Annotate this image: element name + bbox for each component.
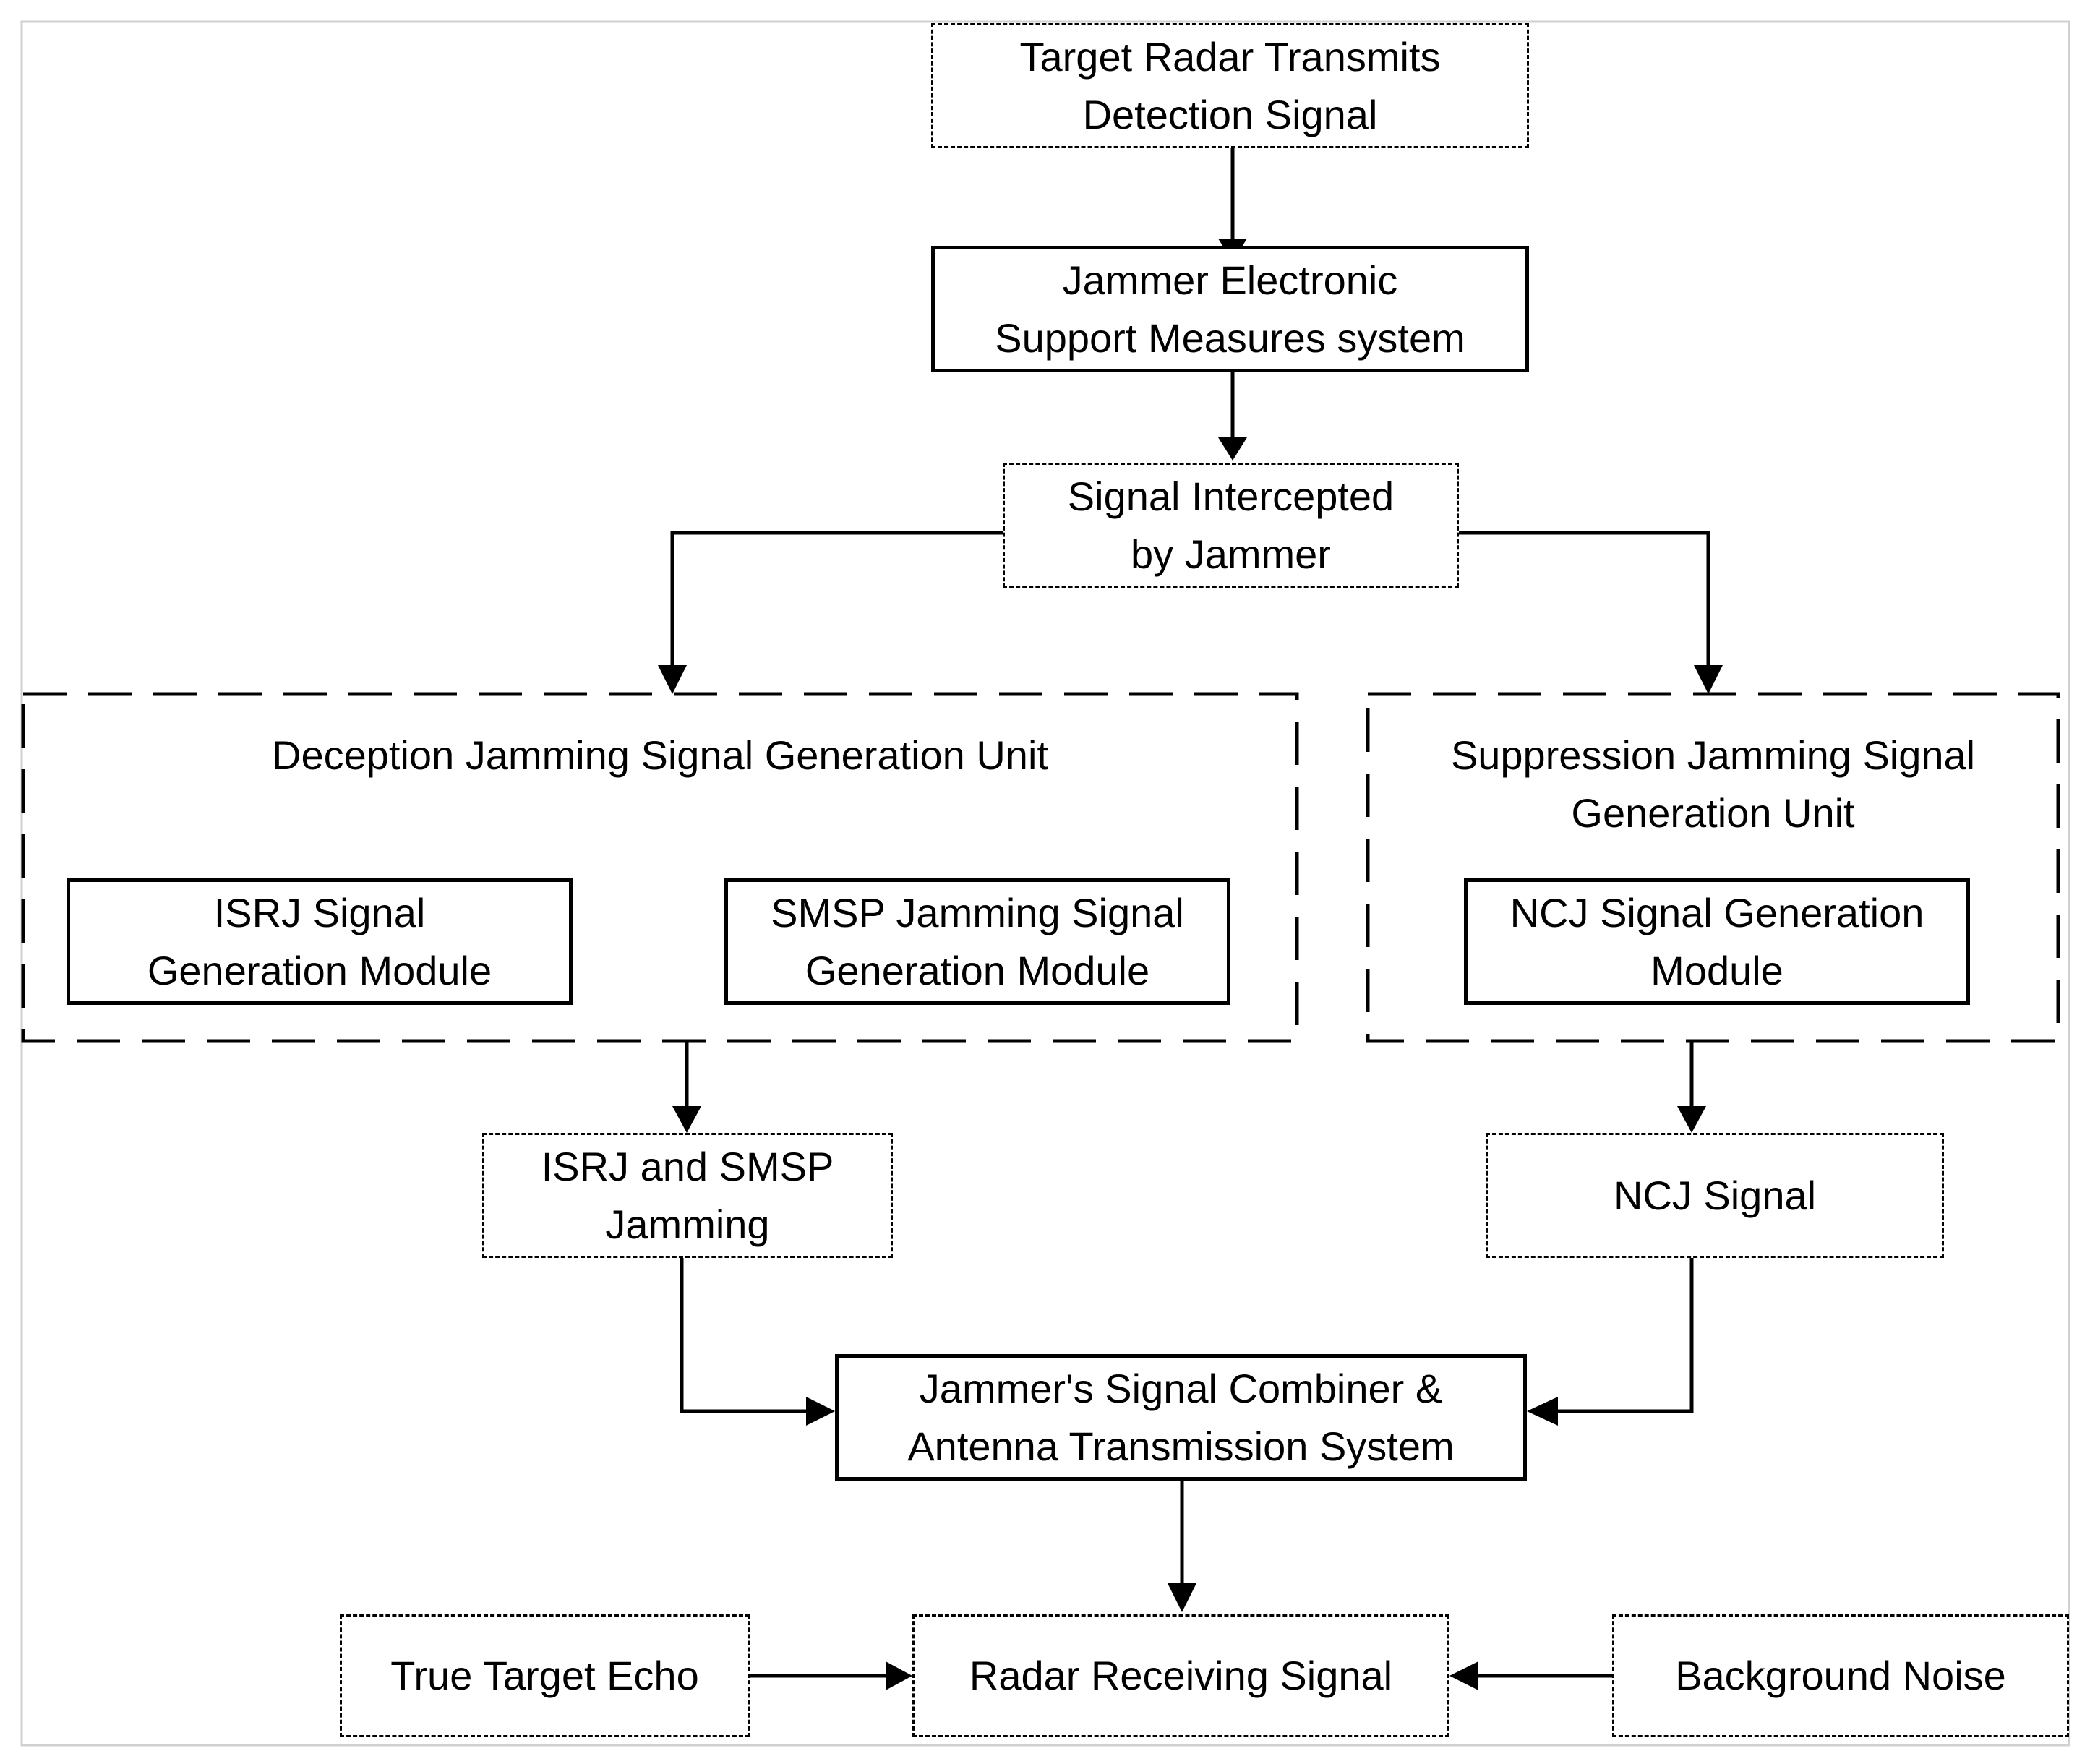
edge-intercepted-to-suppression	[1459, 531, 1710, 669]
edge-intercepted-to-deception	[670, 531, 1003, 669]
radar-receiving-node: Radar Receiving Signal	[912, 1614, 1449, 1737]
background-noise-node: Background Noise	[1612, 1614, 2069, 1737]
smsp-module-node: SMSP Jamming Signal Generation Module	[724, 878, 1230, 1005]
ncj-module-node: NCJ Signal Generation Module	[1464, 878, 1970, 1005]
isrj-module-node: ISRJ Signal Generation Module	[67, 878, 573, 1005]
signal-intercepted-node: Signal Intercepted by Jammer	[1003, 463, 1459, 588]
true-target-echo-node: True Target Echo	[340, 1614, 750, 1737]
isrj-smsp-jamming-node: ISRJ and SMSP Jamming	[482, 1133, 893, 1258]
figure-border	[20, 20, 2070, 1747]
edge-isrj-smsp-to-combiner	[680, 1258, 810, 1413]
combiner-node: Jammer's Signal Combiner & Antenna Trans…	[835, 1354, 1527, 1481]
deception-unit-title: Deception Jamming Signal Generation Unit	[272, 732, 1048, 778]
edge-ncj-to-combiner	[1554, 1258, 1694, 1413]
suppression-unit-frame	[1366, 692, 2060, 1043]
deception-unit-frame	[21, 692, 1299, 1043]
suppression-unit-title: Suppression Jamming Signal Generation Un…	[1450, 732, 1976, 836]
esm-system-node: Jammer Electronic Support Measures syste…	[931, 246, 1529, 372]
ncj-signal-node: NCJ Signal	[1486, 1133, 1944, 1258]
target-radar-node: Target Radar Transmits Detection Signal	[931, 23, 1529, 148]
